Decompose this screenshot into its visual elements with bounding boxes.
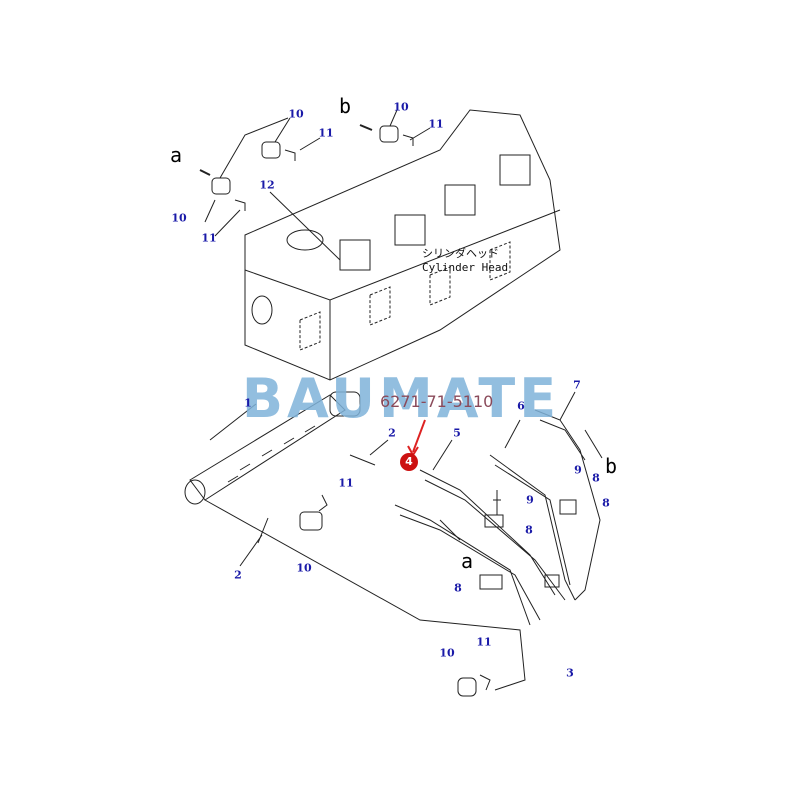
injection-pipes-drawing (394, 391, 603, 626)
callout[interactable]: 5 (453, 426, 461, 440)
callout[interactable]: 10 (393, 100, 409, 114)
watermark-logo: BAUMATE (241, 367, 561, 430)
callout[interactable]: 11 (428, 117, 444, 131)
callout[interactable]: 11 (476, 635, 492, 649)
callout[interactable]: 12 (259, 178, 275, 192)
cylinder-head-drawing (244, 109, 561, 381)
highlight-arrow (412, 419, 426, 453)
callout[interactable]: 11 (201, 231, 217, 245)
connection-marker: b (604, 454, 618, 478)
callout[interactable]: 8 (525, 523, 533, 537)
callout[interactable]: 10 (288, 107, 304, 121)
callout[interactable]: 11 (338, 476, 354, 490)
callout[interactable]: 8 (454, 581, 462, 595)
callout[interactable]: 11 (318, 126, 334, 140)
callout[interactable]: 8 (602, 496, 610, 510)
connection-marker: a (169, 143, 183, 167)
part-number: 6271-71-5110 (380, 392, 494, 411)
callout[interactable]: 10 (296, 561, 312, 575)
callout[interactable]: 10 (439, 646, 455, 660)
callout[interactable]: 10 (171, 211, 187, 225)
callout[interactable]: 2 (388, 426, 396, 440)
connection-marker: a (460, 549, 474, 573)
cylinder-head-label: シリンダヘッド Cylinder Head (422, 247, 508, 275)
callout[interactable]: 3 (566, 666, 574, 680)
callout[interactable]: 1 (244, 396, 252, 410)
cylinder-head-label-jp: シリンダヘッド (422, 247, 499, 260)
callout[interactable]: 2 (234, 568, 242, 582)
highlight-badge[interactable]: 4 (400, 453, 418, 471)
callout[interactable]: 9 (574, 463, 582, 477)
cylinder-head-label-en: Cylinder Head (422, 261, 509, 274)
connection-marker: b (338, 94, 352, 118)
callout[interactable]: 9 (526, 493, 534, 507)
callout[interactable]: 6 (517, 399, 525, 413)
callout[interactable]: 7 (573, 378, 581, 392)
callout[interactable]: 8 (592, 471, 600, 485)
top-injector-parts (199, 109, 431, 261)
fuel-rail-drawing (184, 391, 526, 697)
